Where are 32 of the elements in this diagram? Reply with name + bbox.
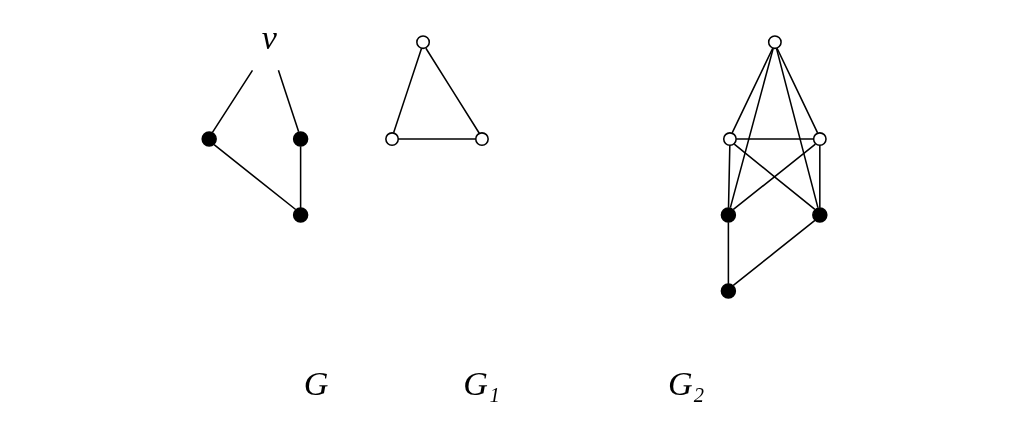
connector — [775, 47, 819, 209]
node-circle — [415, 35, 430, 50]
node-circle — [722, 132, 737, 147]
connector — [775, 47, 818, 134]
connector — [211, 69, 253, 134]
node-dot — [200, 131, 217, 147]
connector — [397, 138, 476, 140]
label: G₂ — [667, 364, 704, 402]
node-circle — [767, 35, 782, 50]
node-circle — [812, 132, 827, 147]
node-dot — [811, 207, 828, 223]
node-circle — [384, 132, 399, 147]
label: G₁ — [462, 364, 500, 402]
connector — [212, 143, 296, 211]
connector — [277, 69, 299, 133]
connector — [727, 144, 731, 209]
connector — [424, 47, 480, 134]
connector — [299, 145, 301, 209]
node-dot — [292, 207, 308, 223]
connector — [727, 221, 729, 285]
connector — [730, 47, 773, 134]
node-dot — [720, 283, 736, 299]
node-dot — [292, 131, 308, 147]
connector — [732, 219, 816, 287]
node-dot — [720, 207, 736, 223]
connector — [818, 144, 821, 209]
node-circle — [474, 132, 489, 147]
connector — [392, 47, 422, 134]
node-text: v — [261, 19, 277, 57]
connector — [735, 138, 814, 140]
label: G — [303, 364, 328, 402]
connector — [729, 47, 774, 209]
